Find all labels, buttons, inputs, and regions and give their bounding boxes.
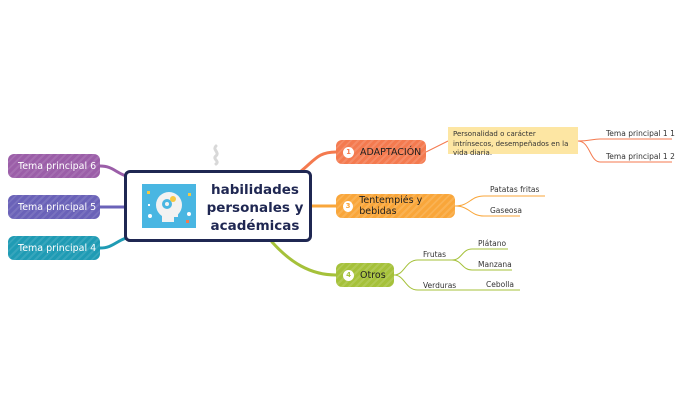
connector-gaseosa <box>454 205 520 217</box>
subtopic-verduras[interactable]: Verduras <box>423 281 457 290</box>
main-topic-label: Tema principal 5 <box>18 201 97 213</box>
topic-number-badge: 1 <box>343 146 354 158</box>
main-topic-label: ADAPTACIÓN <box>360 146 422 158</box>
main-topic-tema-principal-5[interactable]: Tema principal 5 <box>8 195 100 219</box>
subtopic-platano[interactable]: Plátano <box>478 239 507 248</box>
connector-otros <box>270 240 338 277</box>
head-gears-icon <box>142 184 196 228</box>
connector-patatas <box>454 195 545 207</box>
main-topic-otros[interactable]: 4 Otros <box>336 263 394 287</box>
connector-tema6 <box>98 164 128 178</box>
connector-tema12 <box>577 140 672 163</box>
topic-note[interactable]: Personalidad o carácter intrínsecos, des… <box>448 127 578 157</box>
main-topic-label: Otros <box>360 269 386 281</box>
central-title-line-1: habilidades <box>211 182 299 198</box>
connector-frutas <box>393 259 452 276</box>
main-topic-tentempies[interactable]: 3 Tentempiés y bebidas <box>336 194 455 218</box>
connector-tema4 <box>98 236 128 250</box>
subtopic-tema-principal-1-2[interactable]: Tema principal 1 2 <box>606 152 675 161</box>
subtopic-manzana[interactable]: Manzana <box>478 260 512 269</box>
connector-adaptacion <box>298 150 338 174</box>
subtopic-gaseosa[interactable]: Gaseosa <box>490 206 523 215</box>
subtopic-tema-principal-1-1[interactable]: Tema principal 1 1 <box>606 129 675 138</box>
decorative-brush-mark <box>210 144 222 166</box>
connector-verduras <box>393 274 458 291</box>
connector-adaptacion-note <box>425 140 449 153</box>
main-topic-tema-principal-4[interactable]: Tema principal 4 <box>8 236 100 260</box>
central-title-line-2: personales y <box>206 200 304 216</box>
connector-platano <box>451 248 508 261</box>
central-topic-title: habilidades personales y académicas <box>203 181 307 235</box>
subtopic-frutas[interactable]: Frutas <box>423 250 447 259</box>
main-topic-label: Tentempiés y bebidas <box>359 195 423 217</box>
subtopic-patatas-fritas[interactable]: Patatas fritas <box>490 185 540 194</box>
subtopic-cebolla[interactable]: Cebolla <box>486 280 514 289</box>
main-topic-label: Tema principal 4 <box>18 242 97 254</box>
central-topic[interactable]: habilidades personales y académicas <box>124 170 312 242</box>
connector-tema11 <box>577 138 672 142</box>
main-topic-tema-principal-6[interactable]: Tema principal 6 <box>8 154 100 178</box>
main-topic-label: Tema principal 6 <box>18 160 97 172</box>
connector-manzana <box>451 259 512 271</box>
topic-number-badge: 4 <box>343 269 354 281</box>
topic-number-badge: 3 <box>343 200 354 212</box>
central-title-line-3: académicas <box>210 218 300 234</box>
main-topic-adaptacion[interactable]: 1 ADAPTACIÓN <box>336 140 426 164</box>
